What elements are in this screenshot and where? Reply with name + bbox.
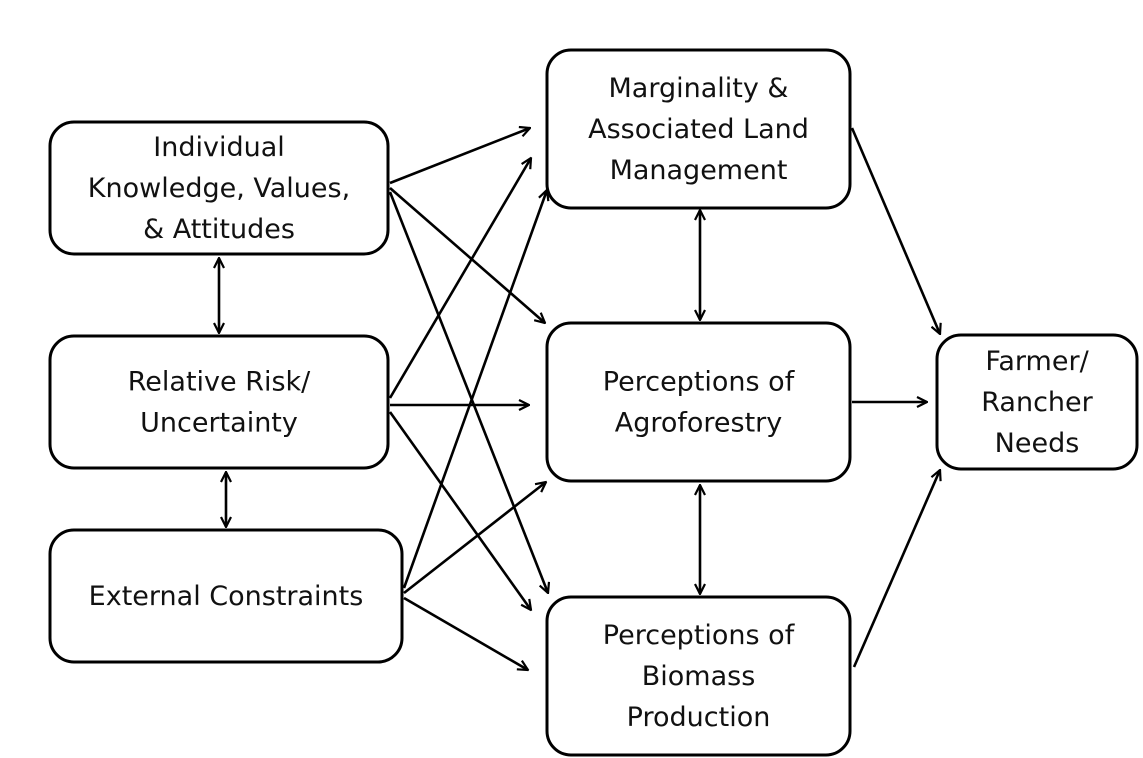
arrow-constraints-to-agroforestry <box>403 482 546 595</box>
node-label-risk-line-0: Relative Risk/ <box>128 367 311 398</box>
arrow-risk-to-biomass <box>388 411 531 610</box>
arrow-biomass-to-needs <box>852 470 940 668</box>
node-box-constraints <box>48 528 404 664</box>
node-label-needs-line-2: Needs <box>995 428 1080 459</box>
node-box-biomass <box>545 595 852 757</box>
node-label-risk-line-1: Uncertainty <box>140 408 298 439</box>
node-label-biomass-line-2: Production <box>627 702 771 733</box>
node-label-marginality-line-1: Associated Land <box>588 114 809 145</box>
node-label-biomass-line-0: Perceptions of <box>603 620 796 651</box>
arrow-risk-to-marginality <box>388 158 531 399</box>
arrow-knowledge-to-marginality <box>389 128 530 185</box>
node-label-constraints-line-0: External Constraints <box>89 581 364 612</box>
node-label-agroforestry-line-1: Agroforestry <box>615 408 783 439</box>
node-box-agroforestry <box>545 321 852 483</box>
node-label-marginality-line-2: Management <box>610 155 788 186</box>
node-label-agroforestry-line-0: Perceptions of <box>603 367 796 398</box>
arrow-knowledge-to-agroforestry <box>389 187 545 323</box>
node-box-needs <box>935 333 1139 471</box>
arrow-constraints-to-biomass <box>403 596 528 670</box>
node-box-risk <box>48 334 390 470</box>
edges-layer <box>219 128 940 670</box>
node-label-needs-line-1: Rancher <box>981 387 1093 418</box>
node-agroforestry: Perceptions of Agroforestry <box>545 321 852 483</box>
node-label-marginality-line-0: Marginality & <box>609 73 789 104</box>
arrow-knowledge-to-biomass <box>388 191 548 593</box>
node-label-biomass-line-1: Biomass <box>642 661 756 692</box>
node-risk: Relative Risk/Uncertainty <box>48 334 390 470</box>
node-label-needs-line-0: Farmer/ <box>985 346 1089 377</box>
node-label-knowledge-line-1: Knowledge, Values, <box>88 173 350 204</box>
node-label-knowledge-line-2: & Attitudes <box>143 214 295 245</box>
node-box-knowledge <box>48 120 390 256</box>
arrow-constraints-to-marginality <box>402 190 547 589</box>
node-label-knowledge-line-0: Individual <box>153 132 285 163</box>
node-constraints: External Constraints <box>48 528 404 664</box>
node-box-marginality <box>545 48 852 210</box>
arrow-marginality-to-needs <box>850 127 940 334</box>
